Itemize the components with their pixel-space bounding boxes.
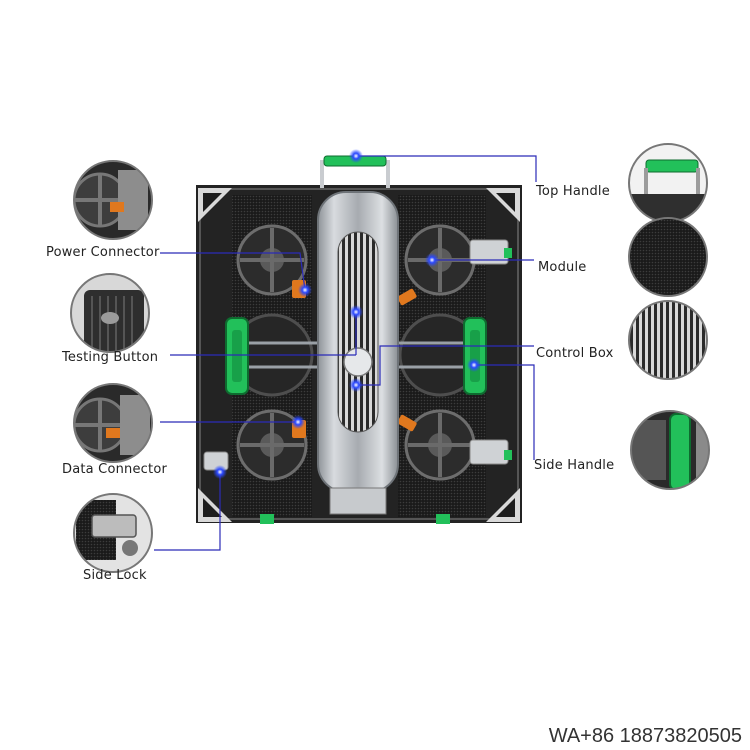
side-handle-detail-icon: [630, 410, 710, 490]
label-power-connector: Power Connector: [46, 245, 160, 260]
side-lock-detail-icon: [73, 493, 153, 573]
data-connector-detail-icon: [73, 383, 153, 463]
callout-markers: [213, 149, 481, 479]
leader-lines: [154, 155, 537, 551]
testing-button-detail-icon: [70, 273, 150, 353]
module-detail-icon: [628, 217, 708, 297]
side-handles: [225, 317, 487, 395]
label-testing-button: Testing Button: [62, 350, 159, 365]
led-cabinet: [196, 155, 522, 524]
label-side-lock: Side Lock: [83, 568, 147, 583]
label-data-connector: Data Connector: [62, 462, 168, 477]
label-control-box: Control Box: [536, 346, 614, 361]
control-box: [317, 191, 399, 515]
control-box-detail-icon: [628, 300, 708, 380]
watermark-text: WA+86 18873820505: [548, 725, 742, 747]
label-top-handle: Top Handle: [536, 184, 610, 199]
module-fixtures-left: [230, 224, 314, 481]
power-connector-detail-icon: [73, 160, 153, 240]
label-side-handle: Side Handle: [534, 458, 615, 473]
label-module: Module: [538, 260, 587, 275]
